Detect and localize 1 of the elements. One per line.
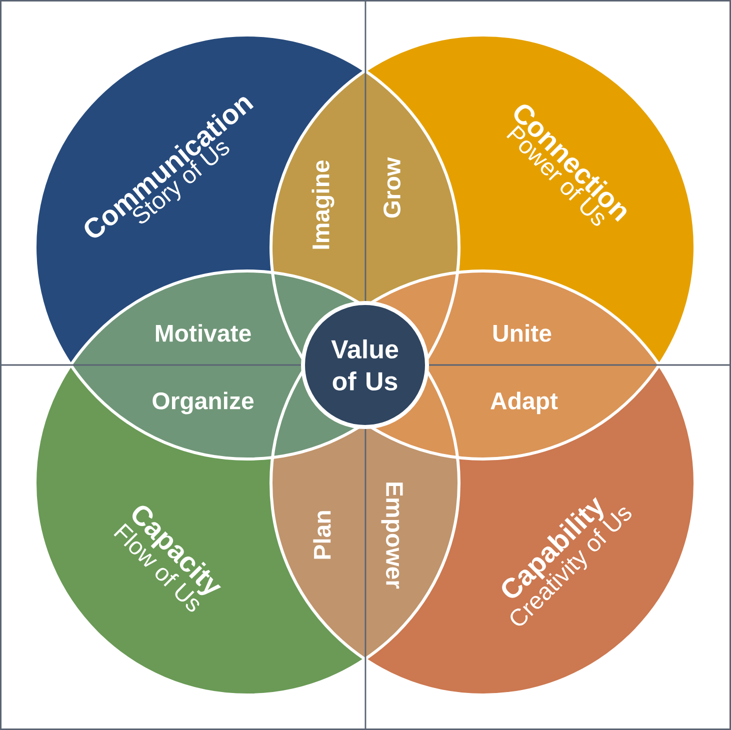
- overlap-lens: Plan Empower: [313, 482, 403, 589]
